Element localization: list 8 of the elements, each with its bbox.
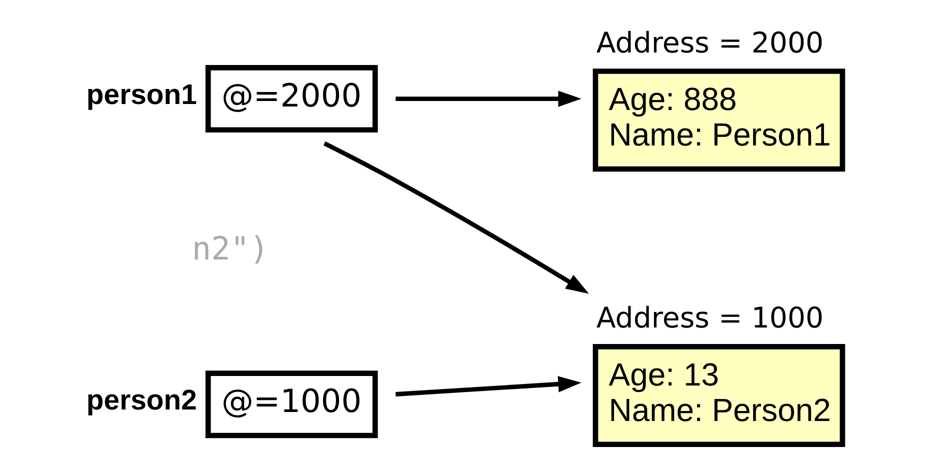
node-label: Address = 1000 xyxy=(596,302,824,335)
node-label: person1 xyxy=(86,78,197,111)
node-label: Address = 2000 xyxy=(596,26,824,60)
arrow xyxy=(396,90,582,107)
arrow xyxy=(323,141,589,294)
arrow xyxy=(396,376,582,396)
label: n2") xyxy=(192,229,269,268)
node-label: person2 xyxy=(86,384,197,416)
